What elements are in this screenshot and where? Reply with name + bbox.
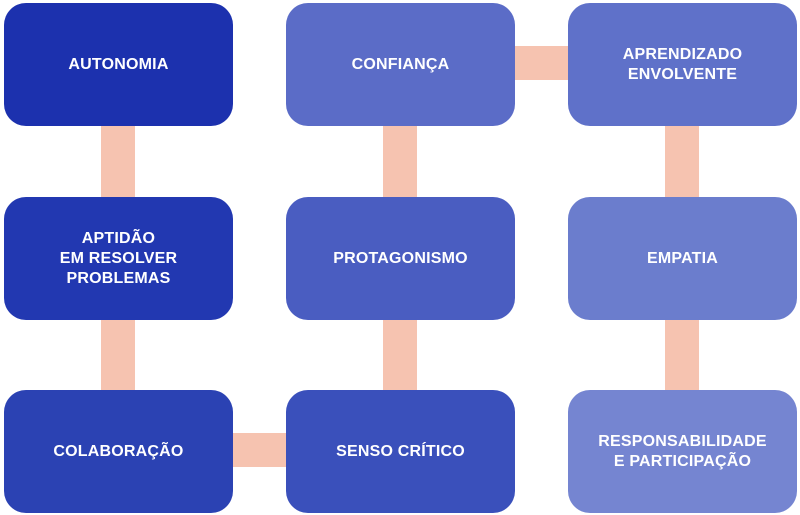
connector-autonomia-aptidao (101, 120, 135, 202)
node-senso-critico: SENSO CRÍTICO (286, 390, 515, 513)
node-responsabilidade-e-participacao: RESPONSABILIDADE E PARTICIPAÇÃO (568, 390, 797, 513)
node-empatia: EMPATIA (568, 197, 797, 320)
node-aptidao-em-resolver-problemas: APTIDÃO EM RESOLVER PROBLEMAS (4, 197, 233, 320)
connector-confianca-aprendizado (510, 46, 574, 80)
connector-protagonismo-confianca (383, 120, 417, 202)
node-colaboracao: COLABORAÇÃO (4, 390, 233, 513)
connector-senso-critico-protagonismo (383, 314, 417, 396)
node-confianca: CONFIANÇA (286, 3, 515, 126)
node-autonomia: AUTONOMIA (4, 3, 233, 126)
node-aprendizado-envolvente: APRENDIZADO ENVOLVENTE (568, 3, 797, 126)
connector-empatia-responsabilidade (665, 314, 699, 396)
connector-aptidao-colaboracao (101, 314, 135, 396)
connector-aprendizado-empatia (665, 120, 699, 202)
connector-colaboracao-senso-critico (228, 433, 292, 467)
node-protagonismo: PROTAGONISMO (286, 197, 515, 320)
